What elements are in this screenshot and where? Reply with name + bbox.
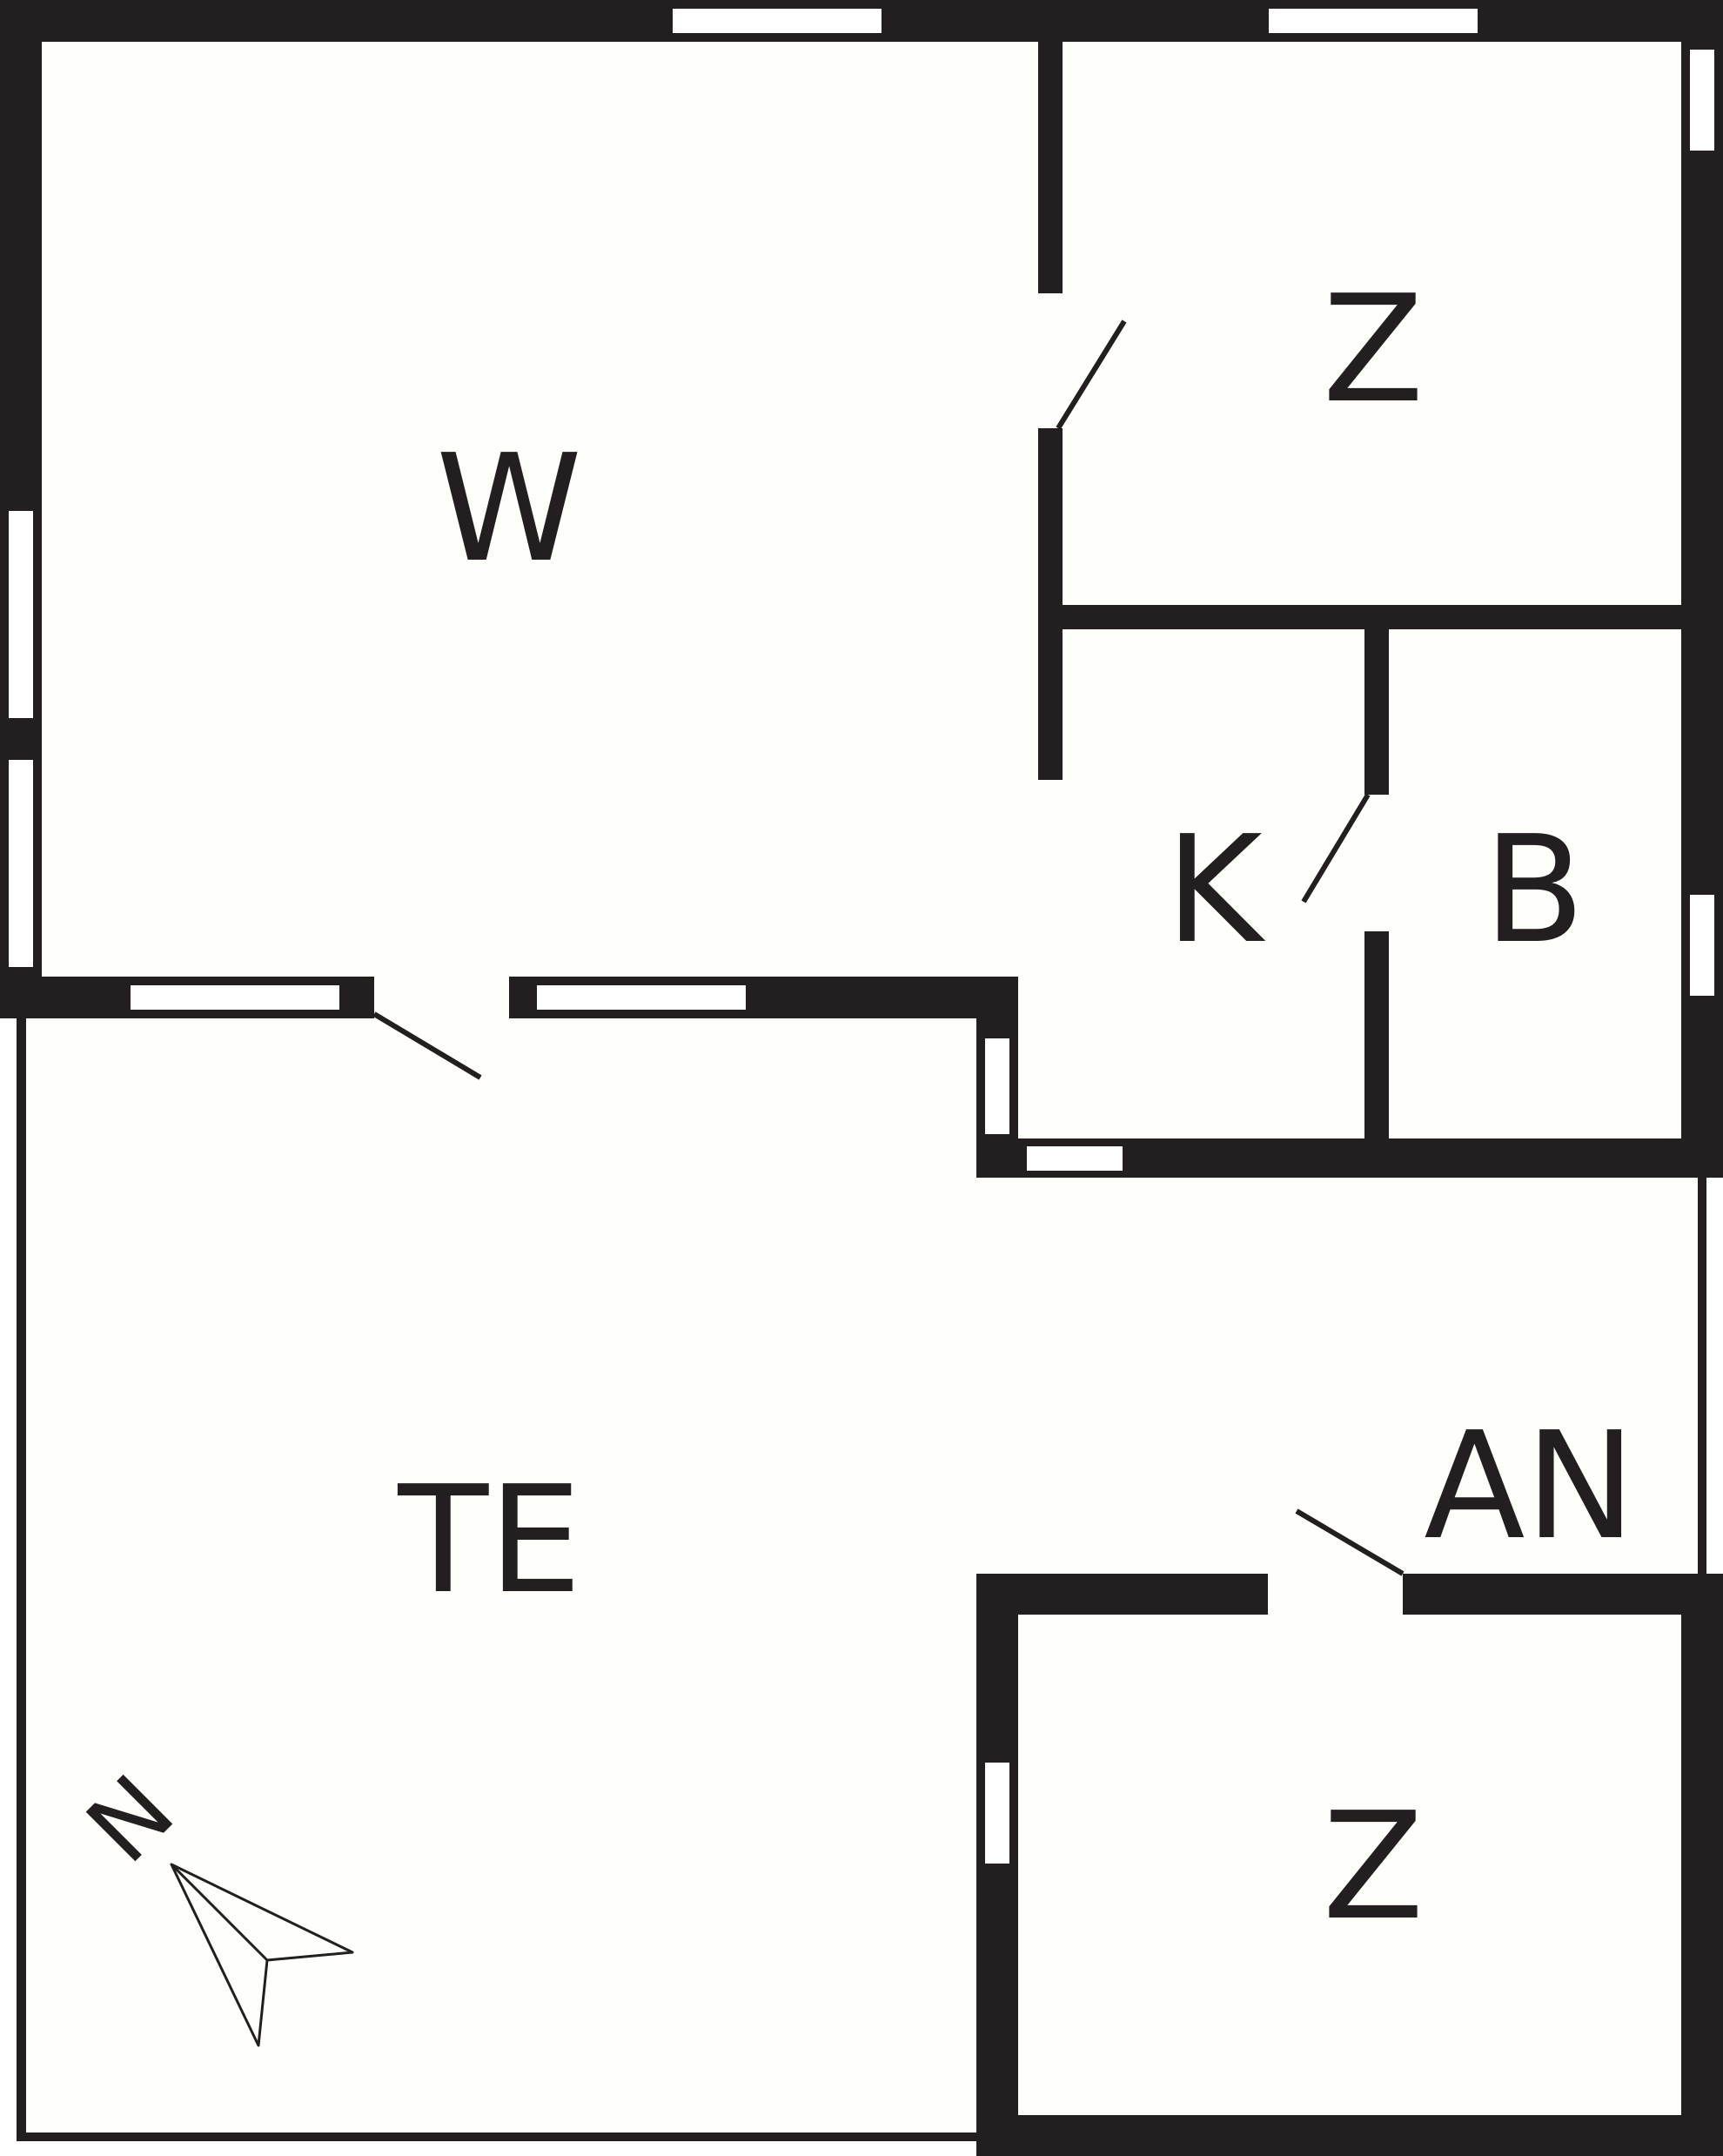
window-bedroom-side bbox=[985, 1763, 1009, 1864]
window-kitchen-bottom bbox=[1027, 1146, 1123, 1171]
wall-right bbox=[1681, 0, 1723, 1178]
floor-bedroom-bottom bbox=[1018, 1615, 1681, 2115]
room-label-living: W bbox=[435, 423, 583, 595]
door-opening-living-terrace bbox=[374, 977, 509, 1018]
floor-terrace bbox=[26, 1018, 978, 2134]
terrace-edge-left bbox=[17, 1018, 26, 2141]
window-right-2 bbox=[1690, 895, 1714, 996]
room-label-kitchen: K bbox=[1165, 804, 1263, 977]
door-swing-living-bedroom bbox=[1056, 319, 1127, 430]
wall-bedroom-kitchen bbox=[1038, 605, 1681, 629]
room-label-bedroom-bottom: Z bbox=[1322, 1781, 1425, 1953]
room-label-terrace: TE bbox=[398, 1454, 582, 1627]
window-top-2 bbox=[1269, 9, 1478, 33]
room-label-annex: AN bbox=[1424, 1400, 1636, 1573]
annex-edge-right bbox=[1698, 1178, 1706, 1574]
wall-bedroom-left bbox=[976, 1574, 1018, 2156]
wall-bedroom-bottom bbox=[976, 2115, 1723, 2156]
window-kitchen-side bbox=[985, 1038, 1009, 1134]
window-top-1 bbox=[673, 9, 882, 33]
terrace-edge-bottom bbox=[17, 2132, 978, 2141]
floor-annex bbox=[978, 1178, 1698, 1575]
window-right-1 bbox=[1690, 50, 1714, 151]
door-opening-living-bedroom bbox=[1038, 293, 1063, 428]
window-mid-2 bbox=[537, 985, 746, 1010]
room-label-bathroom: B bbox=[1483, 804, 1586, 977]
room-label-bedroom-top: Z bbox=[1322, 264, 1425, 436]
window-left-2 bbox=[9, 760, 33, 967]
door-opening-kitchen-bath bbox=[1364, 795, 1389, 931]
door-swing-living-terrace bbox=[372, 1011, 482, 1080]
door-swing-annex-bedroom bbox=[1295, 1508, 1405, 1576]
compass-arrow-icon bbox=[170, 1863, 354, 2047]
window-mid-1 bbox=[131, 985, 339, 1010]
wall-bedroom-right bbox=[1681, 1574, 1723, 2156]
door-swing-kitchen-bath bbox=[1301, 793, 1371, 903]
window-left-1 bbox=[9, 511, 33, 718]
door-opening-annex-bedroom bbox=[1268, 1574, 1403, 1615]
